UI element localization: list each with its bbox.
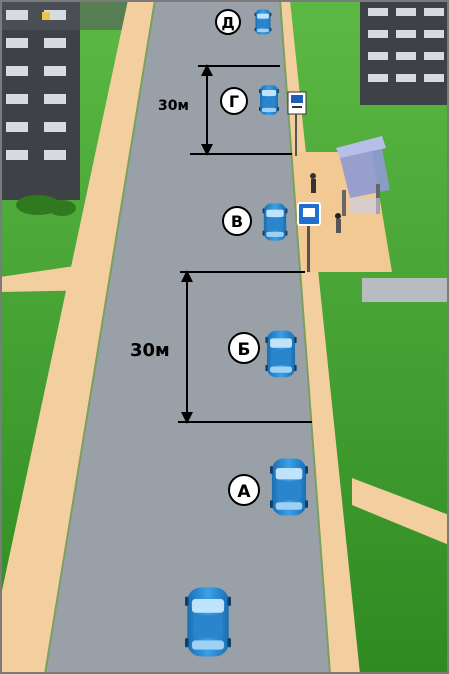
pedestrian bbox=[310, 173, 316, 193]
position-label-g: Г bbox=[229, 92, 239, 111]
bus-stop-sign-icon bbox=[287, 91, 307, 156]
distance-marker-bottom bbox=[178, 270, 312, 424]
position-badge-v: В bbox=[222, 206, 252, 236]
building-right bbox=[360, 0, 449, 105]
position-label-v: В bbox=[231, 212, 243, 231]
position-label-a: А bbox=[237, 482, 251, 502]
car-b bbox=[265, 330, 297, 378]
road-edge-left bbox=[44, 0, 156, 674]
distance-marker-top bbox=[190, 64, 292, 156]
pedestrian bbox=[335, 213, 341, 233]
position-badge-g: Г bbox=[220, 87, 248, 115]
bus-stop-pole-sign-icon bbox=[297, 202, 321, 272]
position-badge-d: Д bbox=[215, 9, 241, 35]
right-cross-path bbox=[352, 478, 449, 545]
position-badge-a: А bbox=[228, 474, 260, 506]
car-g bbox=[259, 85, 279, 115]
building-left bbox=[0, 0, 130, 216]
distance-label-bottom: 30м bbox=[130, 340, 170, 361]
car-a bbox=[270, 458, 308, 516]
position-label-d: Д bbox=[221, 14, 234, 32]
car-v bbox=[262, 203, 288, 241]
left-sidewalk bbox=[0, 0, 158, 674]
bus-shelter-icon bbox=[336, 136, 390, 216]
distance-label-top: 30м bbox=[158, 98, 189, 114]
car-own bbox=[185, 587, 231, 657]
gray-walkway bbox=[362, 278, 449, 302]
position-badge-b: Б bbox=[228, 332, 260, 364]
car-d bbox=[254, 9, 272, 35]
position-label-b: Б bbox=[238, 340, 251, 360]
